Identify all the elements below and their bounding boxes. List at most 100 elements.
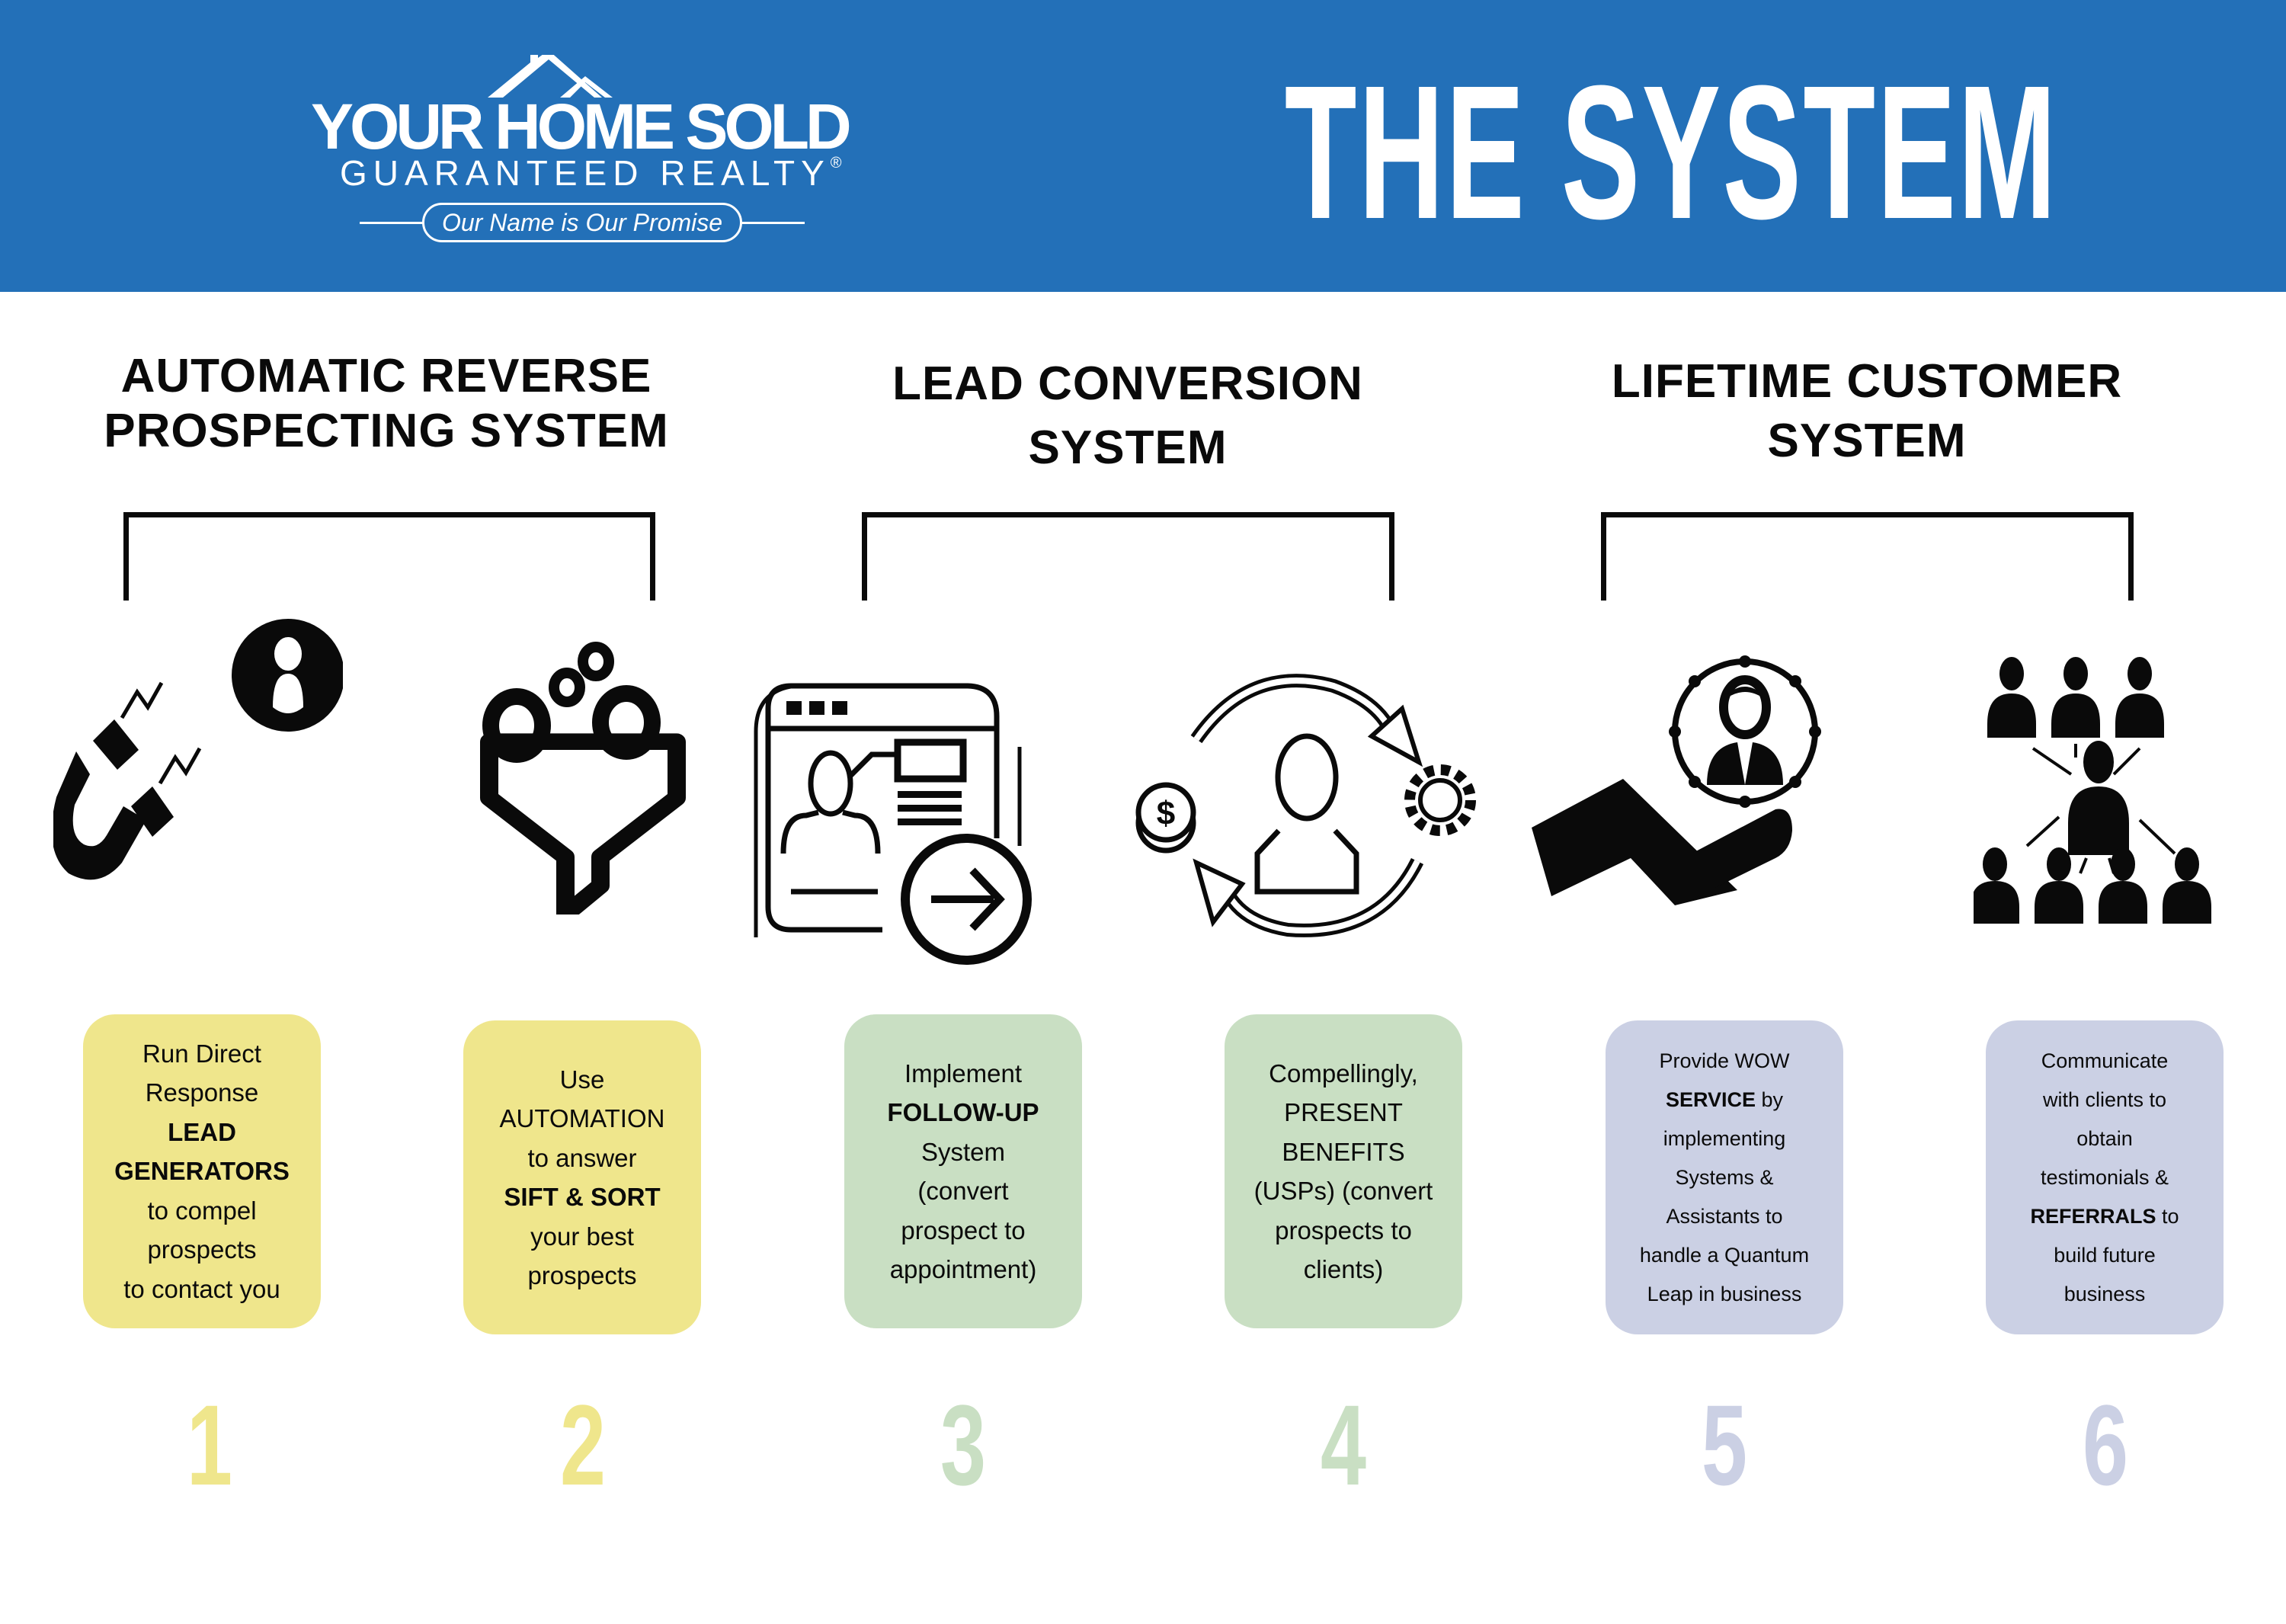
step-text: Provide WOW — [1659, 1049, 1790, 1072]
step-text-line: REFERRALS to — [2030, 1197, 2179, 1236]
funnel-filter-icon — [480, 642, 686, 915]
step-text-line: Communicate — [2041, 1042, 2169, 1081]
step-text-emphasis: FOLLOW-UP — [887, 1098, 1039, 1126]
step-text: implementing — [1663, 1126, 1786, 1150]
step-text: prospect to — [901, 1216, 1026, 1244]
step-text-line: obtain — [2076, 1120, 2133, 1158]
heading-line: LEAD CONVERSION — [892, 357, 1363, 410]
step-text: prospects — [147, 1235, 257, 1264]
step-text-line: AUTOMATION — [500, 1099, 665, 1139]
step-text-line: BENEFITS — [1282, 1132, 1404, 1172]
step-text-line: testimonials & — [2041, 1158, 2169, 1197]
step-text: with clients to — [2042, 1087, 2167, 1111]
step-text-emphasis: LEAD — [168, 1117, 236, 1146]
step-text-line: (USPs) (convert — [1254, 1171, 1433, 1211]
step-text-line: prospects to — [1275, 1211, 1412, 1251]
step-text-line: appointment) — [890, 1250, 1037, 1289]
svg-text:$: $ — [1157, 795, 1175, 832]
step-text-line: (convert — [917, 1171, 1008, 1211]
logo-brand-sub: GUARANTEED REALTY® — [340, 153, 842, 193]
step-text: to — [2156, 1204, 2179, 1228]
step-text-line: with clients to — [2043, 1081, 2166, 1120]
step-text-line: Assistants to — [1666, 1197, 1782, 1236]
step-text: to compel — [147, 1196, 257, 1225]
step-text: (convert — [917, 1177, 1009, 1205]
system-heading-lifetime-customer: LIFETIME CUSTOMER SYSTEM — [1524, 352, 2210, 471]
customer-conversion-cycle-icon: $ — [1135, 674, 1476, 937]
step-number-2: 2 — [559, 1381, 607, 1509]
step-text-line: Run Direct — [142, 1034, 261, 1074]
step-text: business — [2063, 1282, 2146, 1305]
step-number-3: 3 — [940, 1381, 987, 1509]
logo-tagline: Our Name is Our Promise — [360, 203, 805, 242]
step-text: prospects to — [1275, 1216, 1412, 1244]
step-text-emphasis: SIFT & SORT — [504, 1183, 661, 1211]
step-text-line: implementing — [1663, 1120, 1786, 1158]
tagline-rule-left — [360, 222, 424, 224]
bracket-lifetime-customer — [1601, 512, 2134, 601]
step-text: obtain — [2076, 1126, 2133, 1150]
step-text-line: Provide WOW — [1659, 1042, 1789, 1081]
step-text-line: clients) — [1304, 1250, 1384, 1289]
step-text: (USPs) (convert — [1253, 1177, 1433, 1205]
step-box-6: Communicate with clients to obtain testimon… — [1986, 1020, 2224, 1334]
step-text: Communicate — [2041, 1049, 2169, 1072]
step-text-line: prospects — [147, 1230, 256, 1270]
step-text-line: SERVICE by — [1666, 1081, 1783, 1120]
step-text: Use — [559, 1065, 605, 1094]
step-text: BENEFITS — [1282, 1137, 1405, 1166]
heading-line: PROSPECTING SYSTEM — [104, 405, 669, 457]
step-text-line: FOLLOW-UP — [887, 1093, 1039, 1132]
bracket-prospecting — [123, 512, 655, 601]
step-text-line: LEAD — [168, 1113, 236, 1152]
step-text: prospects — [527, 1261, 637, 1289]
step-text-line: to answer — [527, 1139, 636, 1178]
step-text-line: System — [921, 1132, 1005, 1172]
step-text: testimonials & — [2040, 1165, 2169, 1189]
page-title: THE SYSTEM — [1284, 46, 2059, 258]
step-text-line: your best — [530, 1217, 634, 1257]
tagline-rule-right — [741, 222, 805, 224]
tagline-text: Our Name is Our Promise — [422, 203, 742, 242]
step-text: Response — [145, 1078, 259, 1107]
heading-line: AUTOMATIC REVERSE — [120, 350, 652, 402]
referral-network-icon — [1974, 657, 2211, 924]
registered-mark: ® — [830, 155, 842, 171]
step-text: AUTOMATION — [499, 1104, 665, 1132]
logo-brand-name: YOUR HOME SOLD — [311, 91, 852, 162]
heading-line: LIFETIME CUSTOMER — [1611, 355, 2123, 408]
step-text: System — [920, 1137, 1006, 1166]
step-text: by — [1756, 1087, 1784, 1111]
step-text: Systems & — [1675, 1165, 1774, 1189]
step-text: Run Direct — [142, 1039, 261, 1068]
step-text: appointment) — [889, 1255, 1037, 1283]
step-text-line: handle a Quantum — [1640, 1236, 1809, 1275]
hand-holding-client-icon — [1532, 655, 1821, 905]
step-text-line: business — [2064, 1275, 2146, 1314]
system-heading-lead-conversion: LEAD CONVERSION SYSTEM — [785, 352, 1471, 480]
step-number-1: 1 — [186, 1381, 233, 1509]
step-text-line: PRESENT — [1284, 1093, 1403, 1132]
header-banner: YOUR HOME SOLD GUARANTEED REALTY® Our Na… — [0, 0, 2286, 292]
step-text: handle a Quantum — [1639, 1243, 1810, 1267]
step-text-line: to contact you — [123, 1270, 280, 1309]
heading-line: SYSTEM — [1028, 421, 1228, 474]
step-text: to answer — [527, 1143, 637, 1172]
step-text: build future — [2054, 1243, 2156, 1267]
system-heading-prospecting: AUTOMATIC REVERSE PROSPECTING SYSTEM — [43, 349, 729, 459]
step-text-line: Response — [146, 1073, 259, 1113]
step-text-line: to compel — [147, 1191, 256, 1231]
step-number-4: 4 — [1320, 1381, 1367, 1509]
house-roof-icon — [488, 55, 613, 98]
bracket-lead-conversion — [862, 512, 1394, 601]
step-text-line: prospects — [527, 1256, 636, 1296]
company-logo: YOUR HOME SOLD GUARANTEED REALTY® Our Na… — [305, 55, 869, 253]
step-text-line: GENERATORS — [114, 1152, 290, 1191]
step-text: clients) — [1303, 1255, 1384, 1283]
step-text: PRESENT — [1284, 1098, 1403, 1126]
step-text-line: prospect to — [901, 1211, 1025, 1251]
